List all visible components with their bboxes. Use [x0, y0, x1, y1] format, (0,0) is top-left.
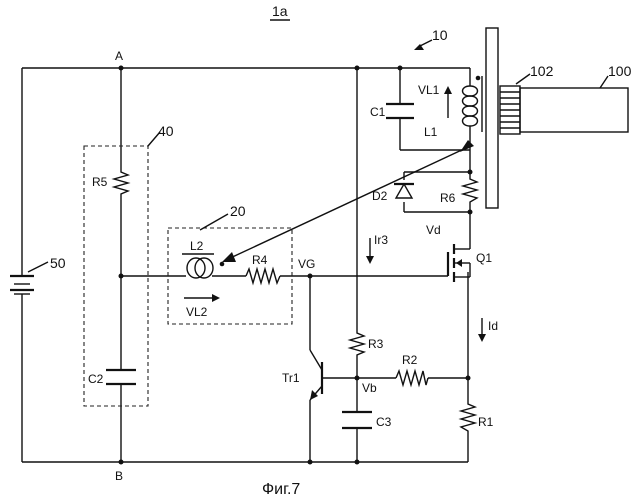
- r1-label: R1: [478, 415, 494, 429]
- battery-50-label: 50: [50, 255, 66, 271]
- node-b-label: B: [115, 469, 123, 483]
- ir3-label: Ir3: [374, 233, 388, 247]
- capacitor-c1-symbol: [386, 104, 414, 118]
- diode-d2-symbol: [394, 184, 414, 198]
- l2-label: L2: [190, 239, 204, 253]
- device-ref-label: 1a: [272, 3, 288, 19]
- mosfet-q1-symbol: [448, 244, 470, 282]
- c1-label: C1: [370, 105, 386, 119]
- unit-100-label: 100: [608, 63, 632, 79]
- block-40-label: 40: [158, 123, 174, 139]
- c2-label: C2: [88, 372, 104, 386]
- node-a-label: A: [115, 49, 123, 63]
- wiring: [22, 68, 470, 462]
- block-20-label: 20: [230, 203, 246, 219]
- capacitor-c2-symbol: [106, 370, 136, 384]
- coupling-arrow: [222, 140, 474, 262]
- coil-l2-symbol: [182, 254, 224, 302]
- c3-label: C3: [376, 415, 392, 429]
- id-label: Id: [488, 319, 498, 333]
- resistor-r2-symbol: [396, 371, 428, 385]
- magnet-unit-100: [520, 76, 628, 132]
- coil-l1-symbol: [444, 76, 480, 130]
- resistor-r1-symbol: [461, 400, 475, 436]
- vd-label: Vd: [426, 223, 441, 237]
- r5-label: R5: [92, 175, 108, 189]
- q1-label: Q1: [476, 251, 492, 265]
- resistor-r5-symbol: [114, 168, 128, 196]
- l1-label: L1: [424, 125, 438, 139]
- block-10-label: 10: [432, 27, 448, 43]
- transistor-tr1-symbol: [310, 350, 322, 400]
- vl1-label: VL1: [418, 83, 440, 97]
- d2-label: D2: [372, 189, 388, 203]
- resistor-r4-symbol: [246, 269, 280, 283]
- capacitor-c3-symbol: [342, 412, 372, 428]
- r4-label: R4: [252, 253, 268, 267]
- r6-label: R6: [440, 191, 456, 205]
- tr1-label: Tr1: [282, 371, 300, 385]
- r2-label: R2: [402, 353, 418, 367]
- core-102-label: 102: [530, 63, 554, 79]
- battery-symbol: [10, 262, 48, 294]
- core-102: [500, 74, 530, 134]
- vl2-label: VL2: [186, 305, 208, 319]
- vb-label: Vb: [362, 381, 377, 395]
- figure-caption: Фиг.7: [262, 481, 300, 498]
- vg-label: VG: [298, 257, 315, 271]
- core-plate: [482, 28, 498, 208]
- resistor-r3-symbol: [350, 330, 364, 356]
- r3-label: R3: [368, 337, 384, 351]
- resistor-r6-symbol: [463, 176, 477, 206]
